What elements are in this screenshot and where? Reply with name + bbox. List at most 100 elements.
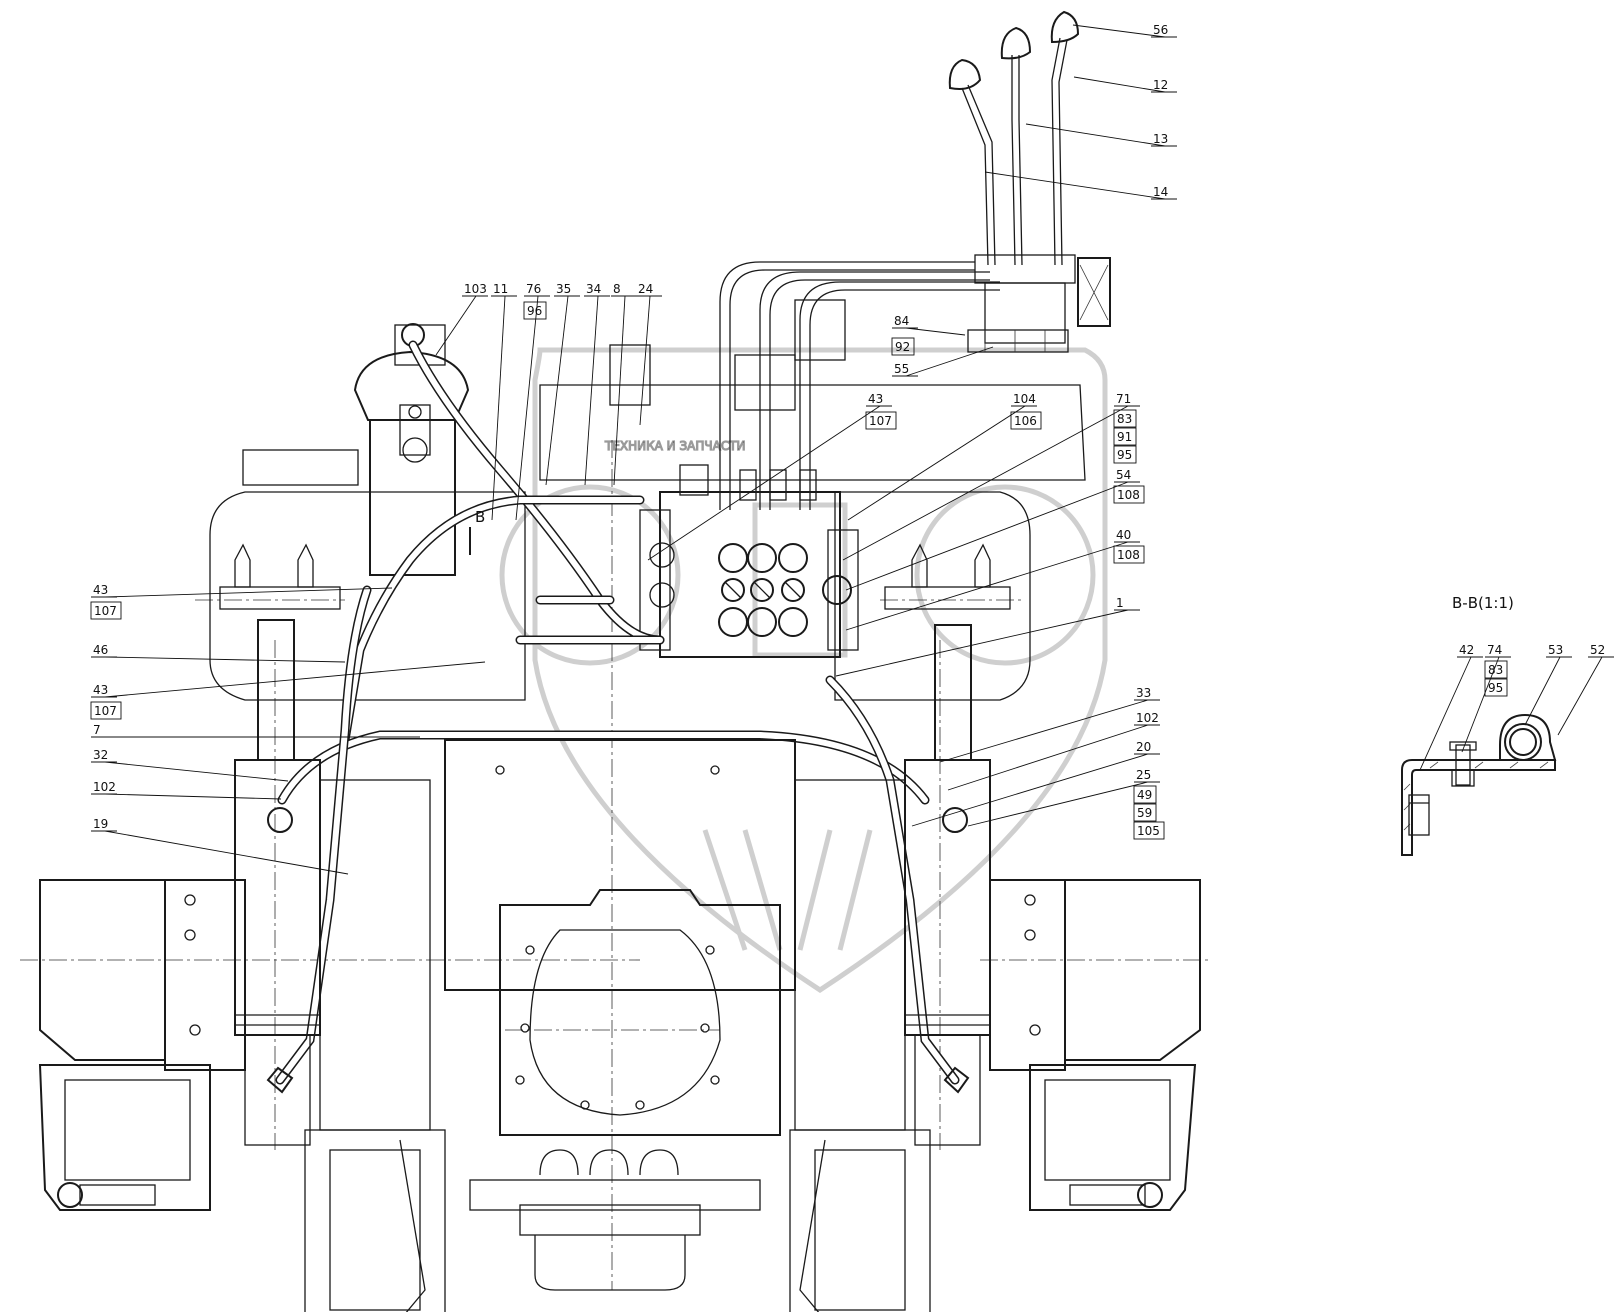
callout-c32: 32 [91,748,289,782]
leader-line [104,830,349,875]
lever-rods [719,261,1000,510]
callout-number: 74 [1487,643,1502,657]
boxed-number: 96 [527,304,542,318]
callout-number: 76 [526,282,541,296]
boxed-label-b108b: 108 [1113,545,1145,564]
callout-c103: 103 [435,282,488,356]
boxed-label-b83a: 83 [1113,409,1137,428]
leader-line [905,346,994,377]
callout-number: 55 [894,362,909,376]
leader-line [845,481,1129,591]
callout-number: 102 [93,780,116,794]
leader-line [835,609,1129,677]
callout-c34: 34 [584,282,610,486]
leader-line [1557,656,1603,736]
callout-c43c: 43 [91,661,486,698]
leader-line [1419,656,1472,771]
side-frames [164,779,1066,1312]
callout-number: 34 [586,282,601,296]
leader-line [104,793,282,800]
boxed-label-b59: 59 [1133,803,1157,822]
leader-line [1072,24,1166,38]
leader-line [905,327,966,336]
callout-number: 43 [93,683,108,697]
leader-line [984,171,1166,200]
callout-number: 14 [1153,185,1168,199]
boxed-number: 49 [1137,788,1152,802]
callout-number: 1 [1116,596,1124,610]
callout-c52: 52 [1557,643,1614,736]
callout-c33: 33 [939,686,1160,763]
boxed-number: 83 [1117,412,1132,426]
callout-number: 11 [493,282,508,296]
callout-c40: 40 [845,528,1140,631]
callout-number: 25 [1136,768,1151,782]
boxed-label-b106: 106 [1010,411,1042,430]
leader-line [911,753,1149,827]
section-title: В-В(1:1) [1452,594,1514,612]
callout-c43a: 43 [647,392,892,561]
callout-c43b: 43 [91,583,393,598]
callout-number: 71 [1116,392,1131,406]
leader-line [939,699,1149,763]
callout-number: 43 [868,392,883,406]
boxed-label-b49: 49 [1133,785,1157,804]
upper-frame [209,299,1086,701]
callout-number: 53 [1548,643,1563,657]
watermark-text: ТЕХНИКА И ЗАПЧАСТИ [604,439,746,453]
callout-c13: 13 [1025,123,1177,147]
boxed-label-b83b: 83 [1484,660,1508,679]
callout-number: 104 [1013,392,1036,406]
callout-c84: 84 [892,314,966,336]
callout-number: 54 [1116,468,1131,482]
leader-line [647,405,881,561]
callout-number: 40 [1116,528,1131,542]
boxed-number: 107 [94,704,117,718]
callout-number: 19 [93,817,108,831]
callout-c35: 35 [545,282,580,486]
boxed-number: 107 [869,414,892,428]
boxed-label-b96: 96 [523,301,547,320]
boxed-number: 108 [1117,548,1140,562]
callout-c71: 71 [842,392,1140,561]
callout-c53: 53 [1524,643,1572,726]
leader-line [1025,123,1166,147]
hydraulic-hoses [266,340,970,1094]
callout-c19: 19 [91,817,349,875]
callout-c46: 46 [91,643,346,663]
control-levers [948,10,1111,353]
lever-knob-56-icon [1050,10,1080,44]
callout-number: 8 [613,282,621,296]
callout-c102b: 102 [947,711,1160,791]
boxed-label-b107b: 107 [90,601,122,620]
boxed-number: 92 [895,340,910,354]
boxed-label-b91: 91 [1113,427,1137,446]
callout-c54: 54 [845,468,1140,591]
leader-line [847,405,1026,521]
callout-c20: 20 [911,740,1160,827]
callout-c55: 55 [892,346,994,377]
boxed-label-b108a: 108 [1113,485,1145,504]
callout-c8: 8 [611,282,637,486]
boxed-label-b95a: 95 [1113,445,1137,464]
callout-c1: 1 [835,596,1140,677]
leader-line [491,295,506,521]
leader-line [1073,76,1166,93]
distributor-valve [639,464,859,658]
leader-line [842,405,1129,561]
lower-links [38,879,1201,1211]
callout-number: 13 [1153,132,1168,146]
callout-c104: 104 [847,392,1037,521]
boxed-number: 108 [1117,488,1140,502]
callout-c56: 56 [1072,23,1177,38]
leader-line [545,295,569,486]
callout-c24: 24 [636,282,662,426]
callout-number: 32 [93,748,108,762]
leader-line [584,295,599,486]
section-detail: В-В(1:1) [1401,594,1557,856]
boxed-number: 95 [1488,681,1503,695]
boxed-number: 83 [1488,663,1503,677]
